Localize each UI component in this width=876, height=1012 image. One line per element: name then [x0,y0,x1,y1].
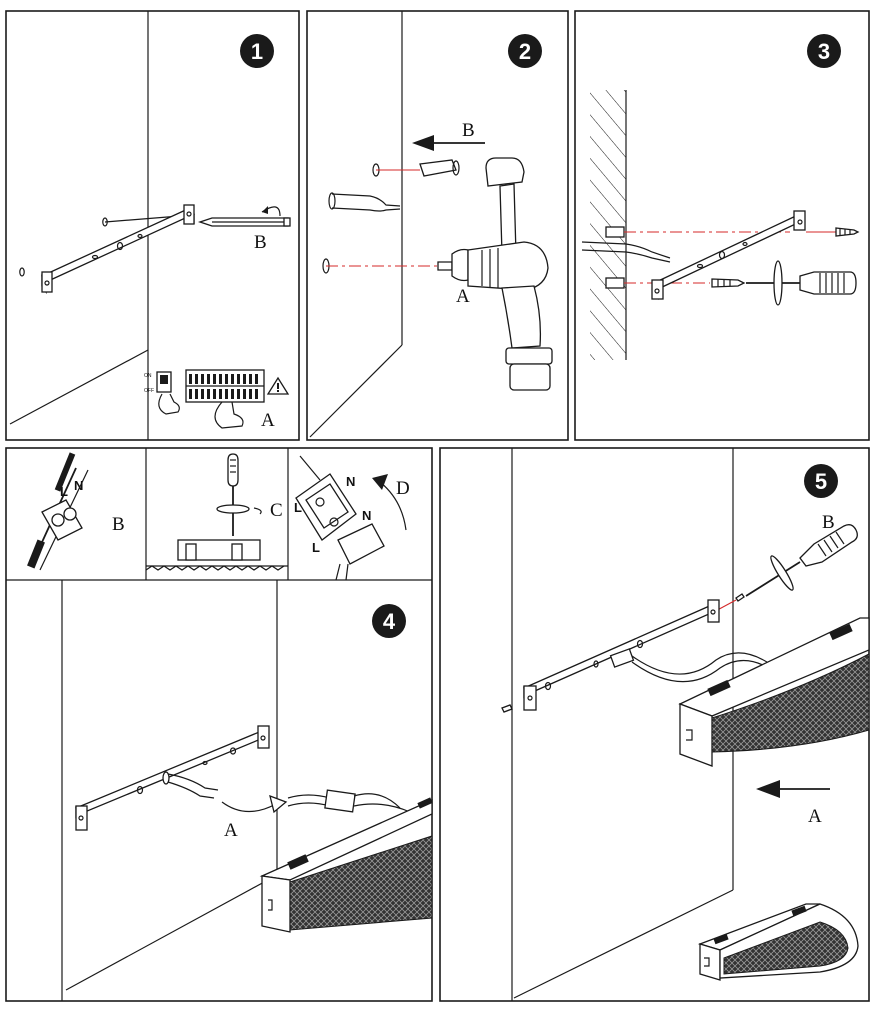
panel-step-2: 2 B [306,10,569,441]
hammer-icon [485,157,525,258]
wire-label-n: N [362,508,371,523]
panel-2-frame [306,10,569,441]
panel-3-frame [574,10,870,441]
panel-1-frame [5,10,300,441]
mounting-bracket [651,210,806,301]
label-b: B [822,512,835,533]
mirror-light-fixture [678,617,870,767]
power-cable [581,249,671,263]
floor-line [513,889,734,999]
label-b: B [254,232,267,253]
power-drill-icon [437,241,553,391]
step-4-badge: 4 [372,604,406,638]
terminal-block-detail: L N B [27,452,125,571]
screwdriver-icon [746,260,857,306]
panel-step-5: 5 B [439,447,870,1002]
mounting-bracket [41,204,195,295]
wall-plug-icon [419,159,460,177]
label-a: A [224,820,238,841]
label-a: A [456,286,470,307]
connect-arrow-icon [221,801,277,813]
light-fixture-detail [697,903,859,981]
wall-section [590,90,627,360]
step-5-number: 5 [815,469,827,494]
connector-lid-detail: L N N L D [294,455,410,581]
wire-label-l: L [312,540,320,555]
pencil-icon [197,217,291,227]
screw-icon [501,704,513,713]
screw-icon [711,278,746,288]
panel-4-frame [5,447,433,1002]
direction-arrow-icon [412,135,485,151]
direction-arrow-icon [756,780,830,798]
label-b: B [112,514,125,535]
wire-label-n: N [346,474,355,489]
step-3-number: 3 [818,39,830,64]
switch-on-label: ON [144,373,152,379]
connected-cable [609,648,773,683]
panel-step-4: L N B C [5,447,433,1002]
switch-off-label: OFF [144,388,154,394]
panel-step-1: 1 B ON [5,10,300,441]
luminaire-connector [287,789,411,813]
wire-label-l: L [60,484,68,499]
warning-icon [266,376,290,395]
wire-label-n: N [74,478,83,493]
power-cable [581,241,671,259]
floor-line [65,874,278,991]
step-1-number: 1 [251,39,263,64]
step-5-badge: 5 [804,464,838,498]
wire-label-l: L [294,500,302,515]
step-2-number: 2 [519,39,531,64]
terminal-screw-detail: C [145,453,288,571]
label-a: A [808,806,822,827]
step-2-badge: 2 [508,34,542,68]
step-4-number: 4 [383,609,396,634]
step-1-badge: 1 [240,34,274,68]
panel-step-3: 3 [574,10,870,441]
mounting-bracket [75,725,270,831]
wall-cable [162,771,219,799]
arrowhead-icon [262,206,268,214]
screwdriver-icon [745,524,858,597]
power-cable-icon [328,192,401,212]
floor-line [9,349,149,425]
mounting-bracket [523,599,720,711]
label-c: C [270,500,283,521]
label-b: B [462,120,475,141]
arrowhead-icon [269,794,288,814]
drill-mark [19,267,25,277]
power-switch-icon: ON OFF [144,371,180,415]
floor-line [309,344,403,438]
mirror-light-fixture [259,797,433,933]
circuit-breaker-panel-icon [185,369,265,429]
screw-icon [735,593,745,602]
leader-line [104,215,181,223]
rotate-arrow-icon [372,474,388,490]
label-a: A [261,410,275,431]
terminal-connector-icon [41,499,83,541]
label-d: D [396,478,410,499]
step-3-badge: 3 [807,34,841,68]
screw-icon [835,227,860,237]
